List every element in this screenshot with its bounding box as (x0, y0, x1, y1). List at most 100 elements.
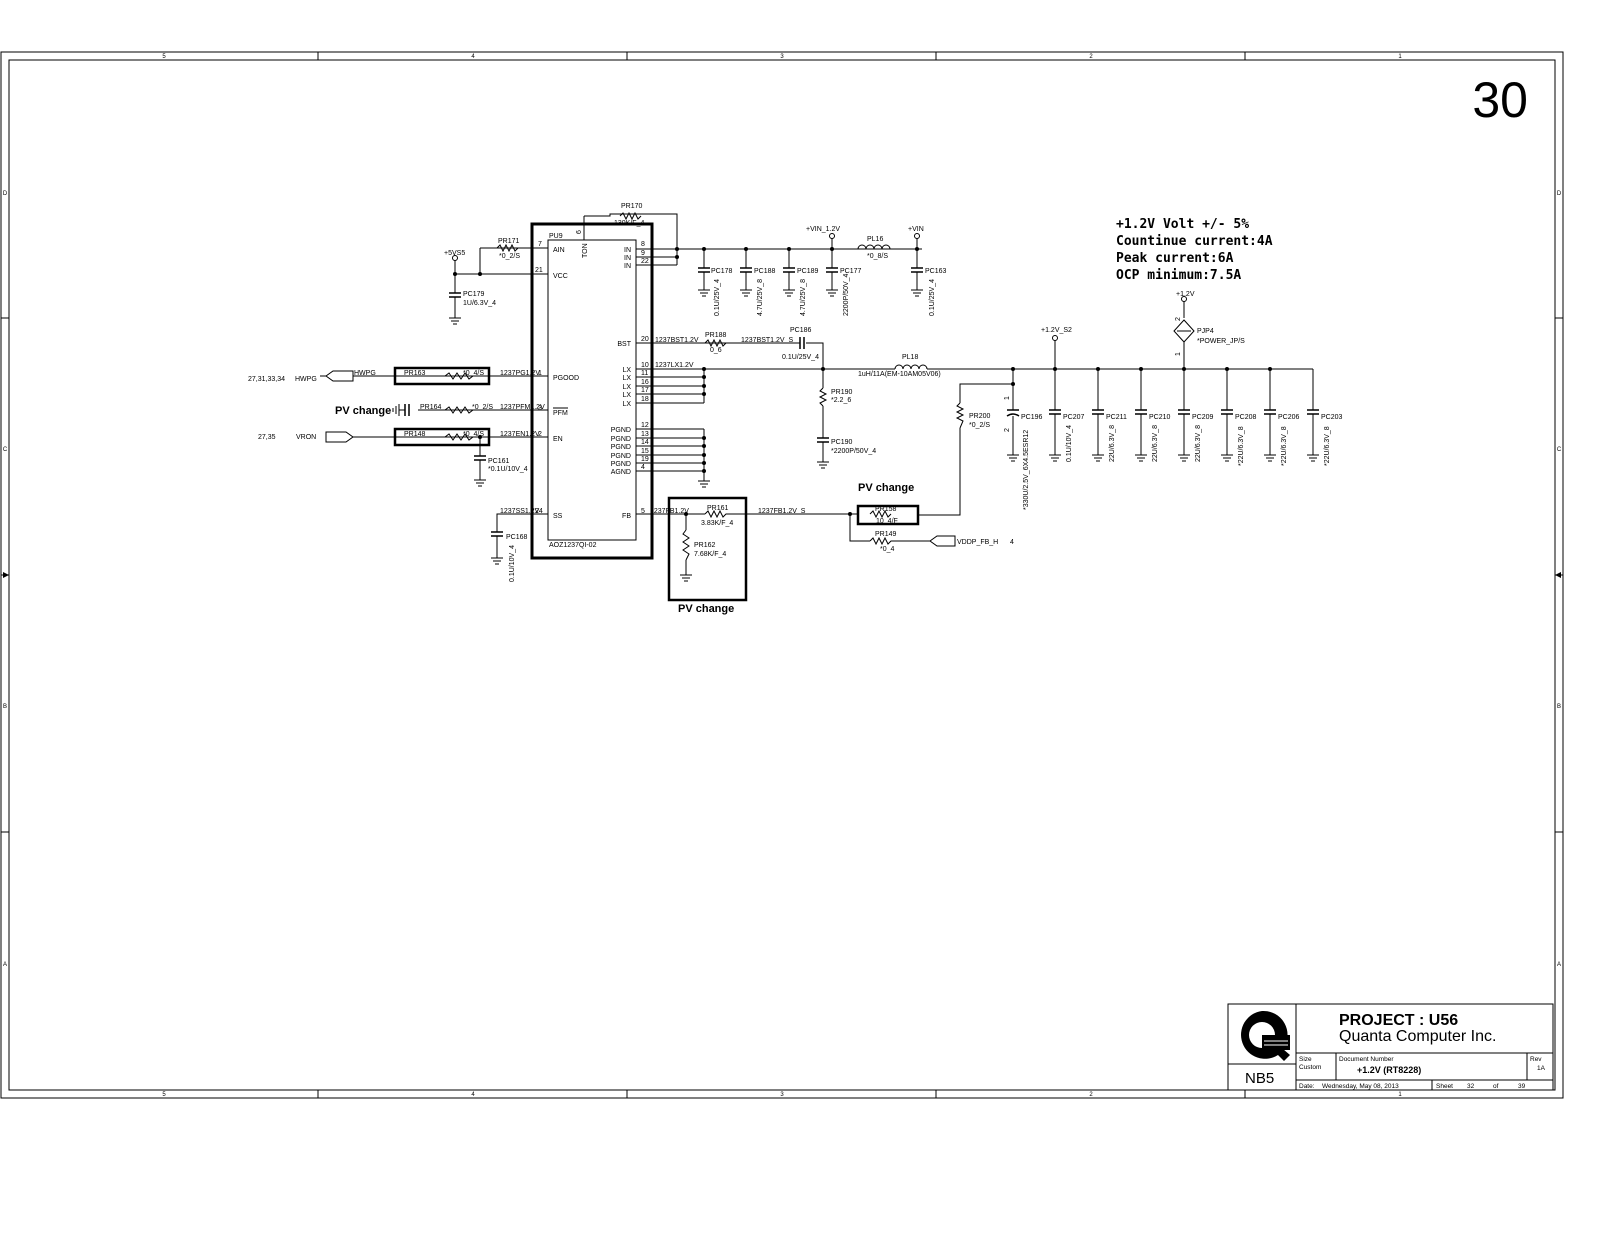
sheet-border (0, 51, 1564, 1099)
svg-text:6: 6 (576, 230, 583, 234)
rev-label: Rev (1530, 1056, 1542, 1063)
val-pr200: *0_2/S (969, 422, 990, 429)
col-label-bottom: 4 (471, 1092, 475, 1098)
col-label-top: 5 (162, 54, 166, 60)
ic-part: AOZ1237QI-02 (549, 542, 597, 549)
val-pjp4: *POWER_JP/S (1197, 338, 1245, 345)
ref-pc186: PC186 (790, 327, 812, 334)
page-number: 30 (1472, 72, 1528, 128)
ref-pc189: PC189 (797, 268, 819, 275)
val-pr148: *0_4/S (463, 431, 484, 438)
docnum-label: Document Number (1339, 1056, 1394, 1063)
svg-text:14: 14 (641, 439, 649, 446)
val-pc163: 0.1U/25V_4 (929, 279, 936, 316)
net-12v-s2: +1.2V_S2 (1041, 327, 1072, 334)
val-pc189: 4.7U/25V_8 (800, 279, 807, 316)
ref-pc161: PC161 (488, 458, 510, 465)
val-pc203: *22U/6.3V_8 (1324, 426, 1331, 466)
col-label-top: 3 (780, 54, 784, 60)
val-pc207: 0.1U/10V_4 (1066, 425, 1073, 462)
row-label-left: B (3, 704, 7, 710)
row-label-right: B (1557, 704, 1561, 710)
val-pc208: *22U/6.3V_8 (1238, 426, 1245, 466)
net-fb-s: 1237FB1.2V_S (758, 508, 806, 515)
col-label-top: 1 (1398, 54, 1402, 60)
svg-text:+1.2V Volt +/- 5%: +1.2V Volt +/- 5% (1116, 217, 1249, 232)
svg-text:1: 1 (1004, 396, 1011, 400)
logo-text: NB5 (1245, 1070, 1274, 1087)
col-label-top: 2 (1089, 54, 1093, 60)
val-pc211: 22U/6.3V_8 (1109, 425, 1116, 462)
val-pr161: 3.83K/F_4 (701, 520, 733, 527)
val-pc206: *22U/6.3V_8 (1281, 426, 1288, 466)
svg-text:20: 20 (641, 336, 649, 343)
ref-pc178: PC178 (711, 268, 733, 275)
svg-text:PGND: PGND (611, 444, 631, 451)
svg-text:EN: EN (553, 436, 563, 443)
col-label-bottom: 2 (1089, 1092, 1093, 1098)
val-pr170: 130K/F_4 (614, 220, 644, 227)
svg-text:IN: IN (624, 247, 631, 254)
ref-pr162: PR162 (694, 542, 716, 549)
svg-text:FB: FB (622, 513, 631, 520)
svg-text:Peak current:6A: Peak current:6A (1116, 251, 1234, 266)
svg-text:12: 12 (641, 422, 649, 429)
val-pl16: *0_8/S (867, 253, 888, 260)
val-pc161: *0.1U/10V_4 (488, 466, 528, 473)
title-block: NB5 PROJECT : U56 Quanta Computer Inc. S… (1227, 1003, 1554, 1091)
ref-pr188: PR188 (705, 332, 727, 339)
net-ss: 1237SS1.2V (500, 508, 540, 515)
net-fb: 1237FB1.2V (650, 508, 689, 515)
svg-text:13: 13 (641, 431, 649, 438)
val-pc168: 0.1U/10V_4 (509, 545, 516, 582)
ref-pr163: PR163 (404, 370, 426, 377)
svg-text:LX: LX (622, 367, 631, 374)
cap-pin-nums: 1 2 (1004, 396, 1011, 432)
ref-pc203: PC203 (1321, 414, 1343, 421)
ic-ref: PU9 (549, 233, 563, 240)
ref-pr158: PR158 (875, 506, 897, 513)
net-5vs5: +5VS5 (444, 250, 465, 257)
val-pc177: 2200P/50V_4 (843, 273, 850, 316)
power-flags (452, 233, 1187, 341)
col-label-bottom: 1 (1398, 1092, 1402, 1098)
net-bst-s: 1237BST1.2V_S (741, 337, 793, 344)
jumper-pjp4: 2 1 (1173, 317, 1195, 356)
svg-text:1: 1 (538, 370, 542, 377)
ref-pc208: PC208 (1235, 414, 1257, 421)
net-hwpg-refs: 27,31,33,34 (248, 376, 285, 383)
row-label-left: C (3, 447, 8, 453)
svg-text:16: 16 (641, 379, 649, 386)
svg-text:18: 18 (641, 396, 649, 403)
ref-pr164: PR164 (420, 404, 442, 411)
svg-text:LX: LX (622, 384, 631, 391)
ref-pc206: PC206 (1278, 414, 1300, 421)
svg-text:BST: BST (617, 341, 631, 348)
ref-pc179: PC179 (463, 291, 485, 298)
svg-text:21: 21 (535, 267, 543, 274)
pv-change-boxes (393, 366, 920, 602)
val-pc196: *330U/2.5V_6X4.5ESR12 (1023, 430, 1030, 510)
val-pc178: 0.1U/25V_4 (714, 279, 721, 316)
pv-change-label: PV change (678, 603, 734, 615)
svg-text:2: 2 (538, 431, 542, 438)
net-vron-refs: 27,35 (258, 434, 276, 441)
ref-pc209: PC209 (1192, 414, 1214, 421)
svg-text:22: 22 (641, 258, 649, 265)
svg-text:2: 2 (1175, 317, 1182, 321)
svg-text:7: 7 (538, 241, 542, 248)
project-title: PROJECT : U56 (1339, 1012, 1458, 1029)
svg-text:Countinue current:4A: Countinue current:4A (1116, 234, 1273, 249)
ref-pc211: PC211 (1106, 414, 1127, 421)
svg-text:17: 17 (641, 387, 649, 394)
size-value: Custom (1299, 1064, 1321, 1071)
svg-text:PGND: PGND (611, 461, 631, 468)
svg-text:SS: SS (553, 513, 563, 520)
svg-text:9: 9 (641, 250, 645, 257)
ref-pl18: PL18 (902, 354, 918, 361)
capacitors (404, 267, 1319, 537)
net-vddp: VDDP_FB_H (957, 539, 998, 546)
val-pl18: 1uH/11A(EM-10AM05V06) (858, 371, 941, 378)
svg-text:3: 3 (538, 405, 542, 412)
svg-text:LX: LX (622, 401, 631, 408)
